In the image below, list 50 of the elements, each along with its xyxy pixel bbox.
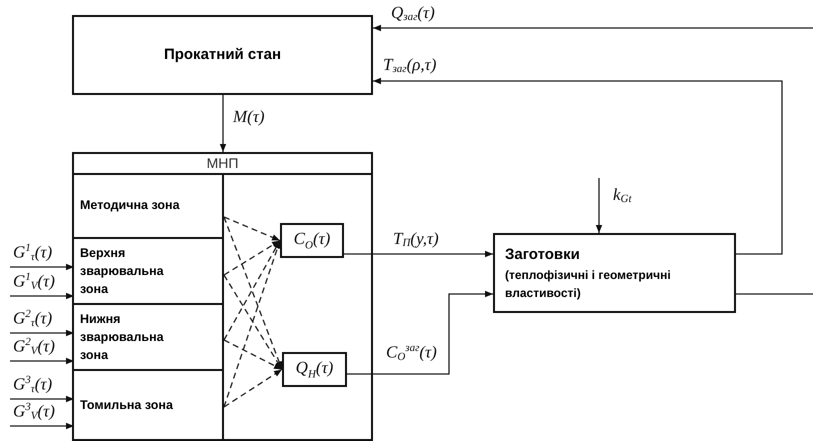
edge-label: C$_{O}$$^{заг}$(τ) xyxy=(385,343,438,363)
dashed-arrow xyxy=(224,339,282,370)
arrow xyxy=(344,250,493,258)
zone-box xyxy=(74,239,224,305)
variable-box xyxy=(280,223,344,258)
arrow xyxy=(10,422,74,430)
edge-label: G$^{3}$$_{τ}$(τ) xyxy=(12,375,54,395)
edge-label: G$^{1}$$_{V}$(τ) xyxy=(12,272,56,292)
edge-label: M(τ) xyxy=(232,108,266,125)
dashed-arrow xyxy=(223,216,283,370)
edge-label: T$_{заг}$(ρ,τ) xyxy=(382,56,438,76)
process-box xyxy=(72,15,373,95)
block-title: МНП xyxy=(74,154,371,175)
arrow xyxy=(10,292,74,300)
box-title: Прокатний стан xyxy=(164,45,282,66)
arrow xyxy=(596,178,602,233)
box-subtitle: (теплофізичні і геометричні властивості) xyxy=(505,266,672,302)
arrow xyxy=(220,95,226,152)
arrow xyxy=(10,330,74,336)
edge-label: k$_{Gt}$ xyxy=(612,186,633,206)
arrow xyxy=(10,358,74,364)
box-title: Методична зона xyxy=(80,196,180,214)
dashed-arrow xyxy=(223,240,281,408)
dashed-arrow xyxy=(224,368,282,408)
box-title: Нижня зварювальна зона xyxy=(80,310,165,364)
zone-box xyxy=(74,173,224,239)
variable-label: C$_{O}$(τ) xyxy=(294,229,330,252)
process-box xyxy=(493,233,736,313)
edge-label: G$^{3}$$_{V}$(τ) xyxy=(12,402,56,422)
arrow xyxy=(10,396,74,402)
arrow xyxy=(347,290,493,375)
edge-label: Q$_{заг}$(τ) xyxy=(390,4,436,24)
arrow xyxy=(373,24,813,32)
zone-box xyxy=(74,305,224,371)
furnace-block xyxy=(72,152,373,441)
variable-label: Q$_{Н}$(τ) xyxy=(296,358,334,381)
arrow xyxy=(373,78,783,255)
dashed-arrow xyxy=(224,216,280,242)
box-title: Заготовки xyxy=(505,245,580,266)
dashed-arrow xyxy=(224,240,280,276)
box-title: Томильна зона xyxy=(80,396,173,414)
box-title: Верхня зварювальна зона xyxy=(80,244,165,298)
edge-label: G$^{1}$$_{τ}$(τ) xyxy=(12,243,54,263)
edge-label: G$^{2}$$_{τ}$(τ) xyxy=(12,309,54,329)
edge-label: G$^{2}$$_{V}$(τ) xyxy=(12,337,56,357)
variable-box xyxy=(282,352,347,387)
edge-label: T$_{П}$(y,τ) xyxy=(392,230,440,250)
dashed-arrow xyxy=(223,240,281,340)
arrow xyxy=(10,264,74,270)
dashed-arrow xyxy=(223,274,283,370)
